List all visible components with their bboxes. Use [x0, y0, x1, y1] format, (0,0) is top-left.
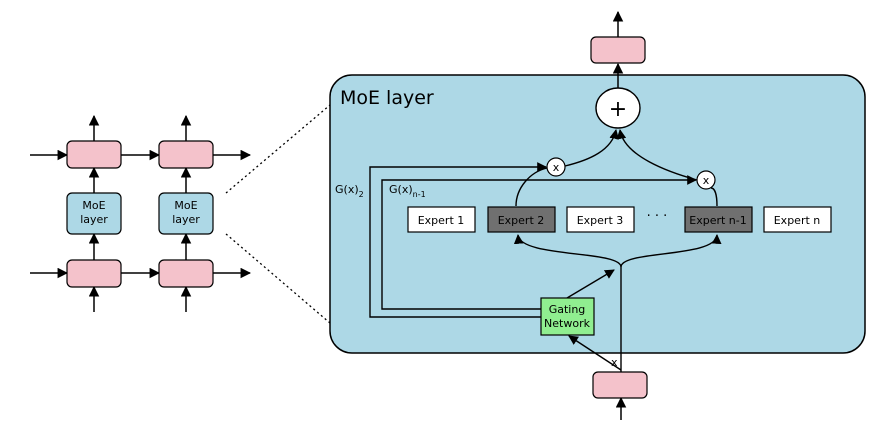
sum-node — [595, 87, 641, 129]
mult2-to-sum-curve — [564, 129, 620, 167]
left-moe-box-1-line1: MoE — [82, 199, 105, 212]
left-top-box-2 — [158, 140, 214, 169]
left-moe-box-2-line1: MoE — [174, 199, 197, 212]
gate-label-2-sub: 2 — [359, 190, 364, 199]
left-moe-box-1 — [66, 192, 122, 235]
input-to-gating-arrow — [568, 335, 622, 371]
gate-label-n1: G(x)n-1 — [389, 183, 426, 199]
expert-label-1: Expert 1 — [418, 214, 465, 227]
expert-box-2 — [487, 206, 556, 233]
experts-ellipsis: · · · — [647, 209, 668, 224]
gate-label-n1-sub: n-1 — [413, 190, 426, 199]
expert-label-3: Expert 3 — [577, 214, 624, 227]
left-moe-box-2 — [158, 192, 214, 235]
expert-box-n — [763, 206, 832, 233]
gating-network-box — [540, 297, 595, 336]
left-stack: MoE layer MoE layer — [30, 114, 252, 312]
multiply-symbol-expert-2: x — [553, 161, 560, 174]
multiply-node-expert-n1 — [696, 170, 716, 190]
gating-label-line1: Gating — [549, 303, 586, 316]
multiply-node-expert-2 — [546, 157, 566, 177]
gate-weight-line-n1 — [381, 175, 697, 310]
gating-label-line2: Network — [544, 317, 591, 330]
expert-box-1 — [407, 206, 476, 233]
gate-label-2: G(x)2 — [335, 183, 364, 199]
gate-label-n1-base: G(x) — [389, 183, 413, 196]
left-moe-box-1-line2: layer — [80, 213, 108, 226]
sum-symbol: + — [609, 97, 627, 122]
output-box — [590, 36, 646, 64]
input-x-label: x — [611, 356, 618, 369]
route-to-expert-n1 — [620, 234, 722, 268]
left-bottom-box-2 — [158, 259, 214, 288]
expert-label-n1: Expert n-1 — [689, 214, 746, 227]
moe-panel-title: MoE layer — [340, 87, 434, 109]
route-to-expert-2 — [513, 234, 622, 268]
left-top-box-1 — [66, 140, 122, 169]
multiply-symbol-expert-n1: x — [703, 174, 710, 187]
gate-label-2-base: G(x) — [335, 183, 359, 196]
expert-label-2: Expert 2 — [498, 214, 545, 227]
moe-layer-panel: MoE layer + x x G(x)2 G(x)n-1 Expert 1 E… — [329, 10, 866, 372]
left-bottom-box-1 — [66, 259, 122, 288]
zoom-line-bottom — [225, 233, 331, 324]
zoom-line-top — [225, 104, 331, 194]
gating-to-router-arrow — [566, 269, 615, 299]
expert-label-n: Expert n — [774, 214, 821, 227]
gate-weight-line-2 — [369, 162, 547, 318]
input-box — [592, 371, 648, 399]
left-moe-box-2-line2: layer — [172, 213, 200, 226]
expert-box-3 — [566, 206, 635, 233]
expertn1-to-multiply — [710, 187, 718, 207]
expert-box-n1 — [684, 206, 753, 233]
